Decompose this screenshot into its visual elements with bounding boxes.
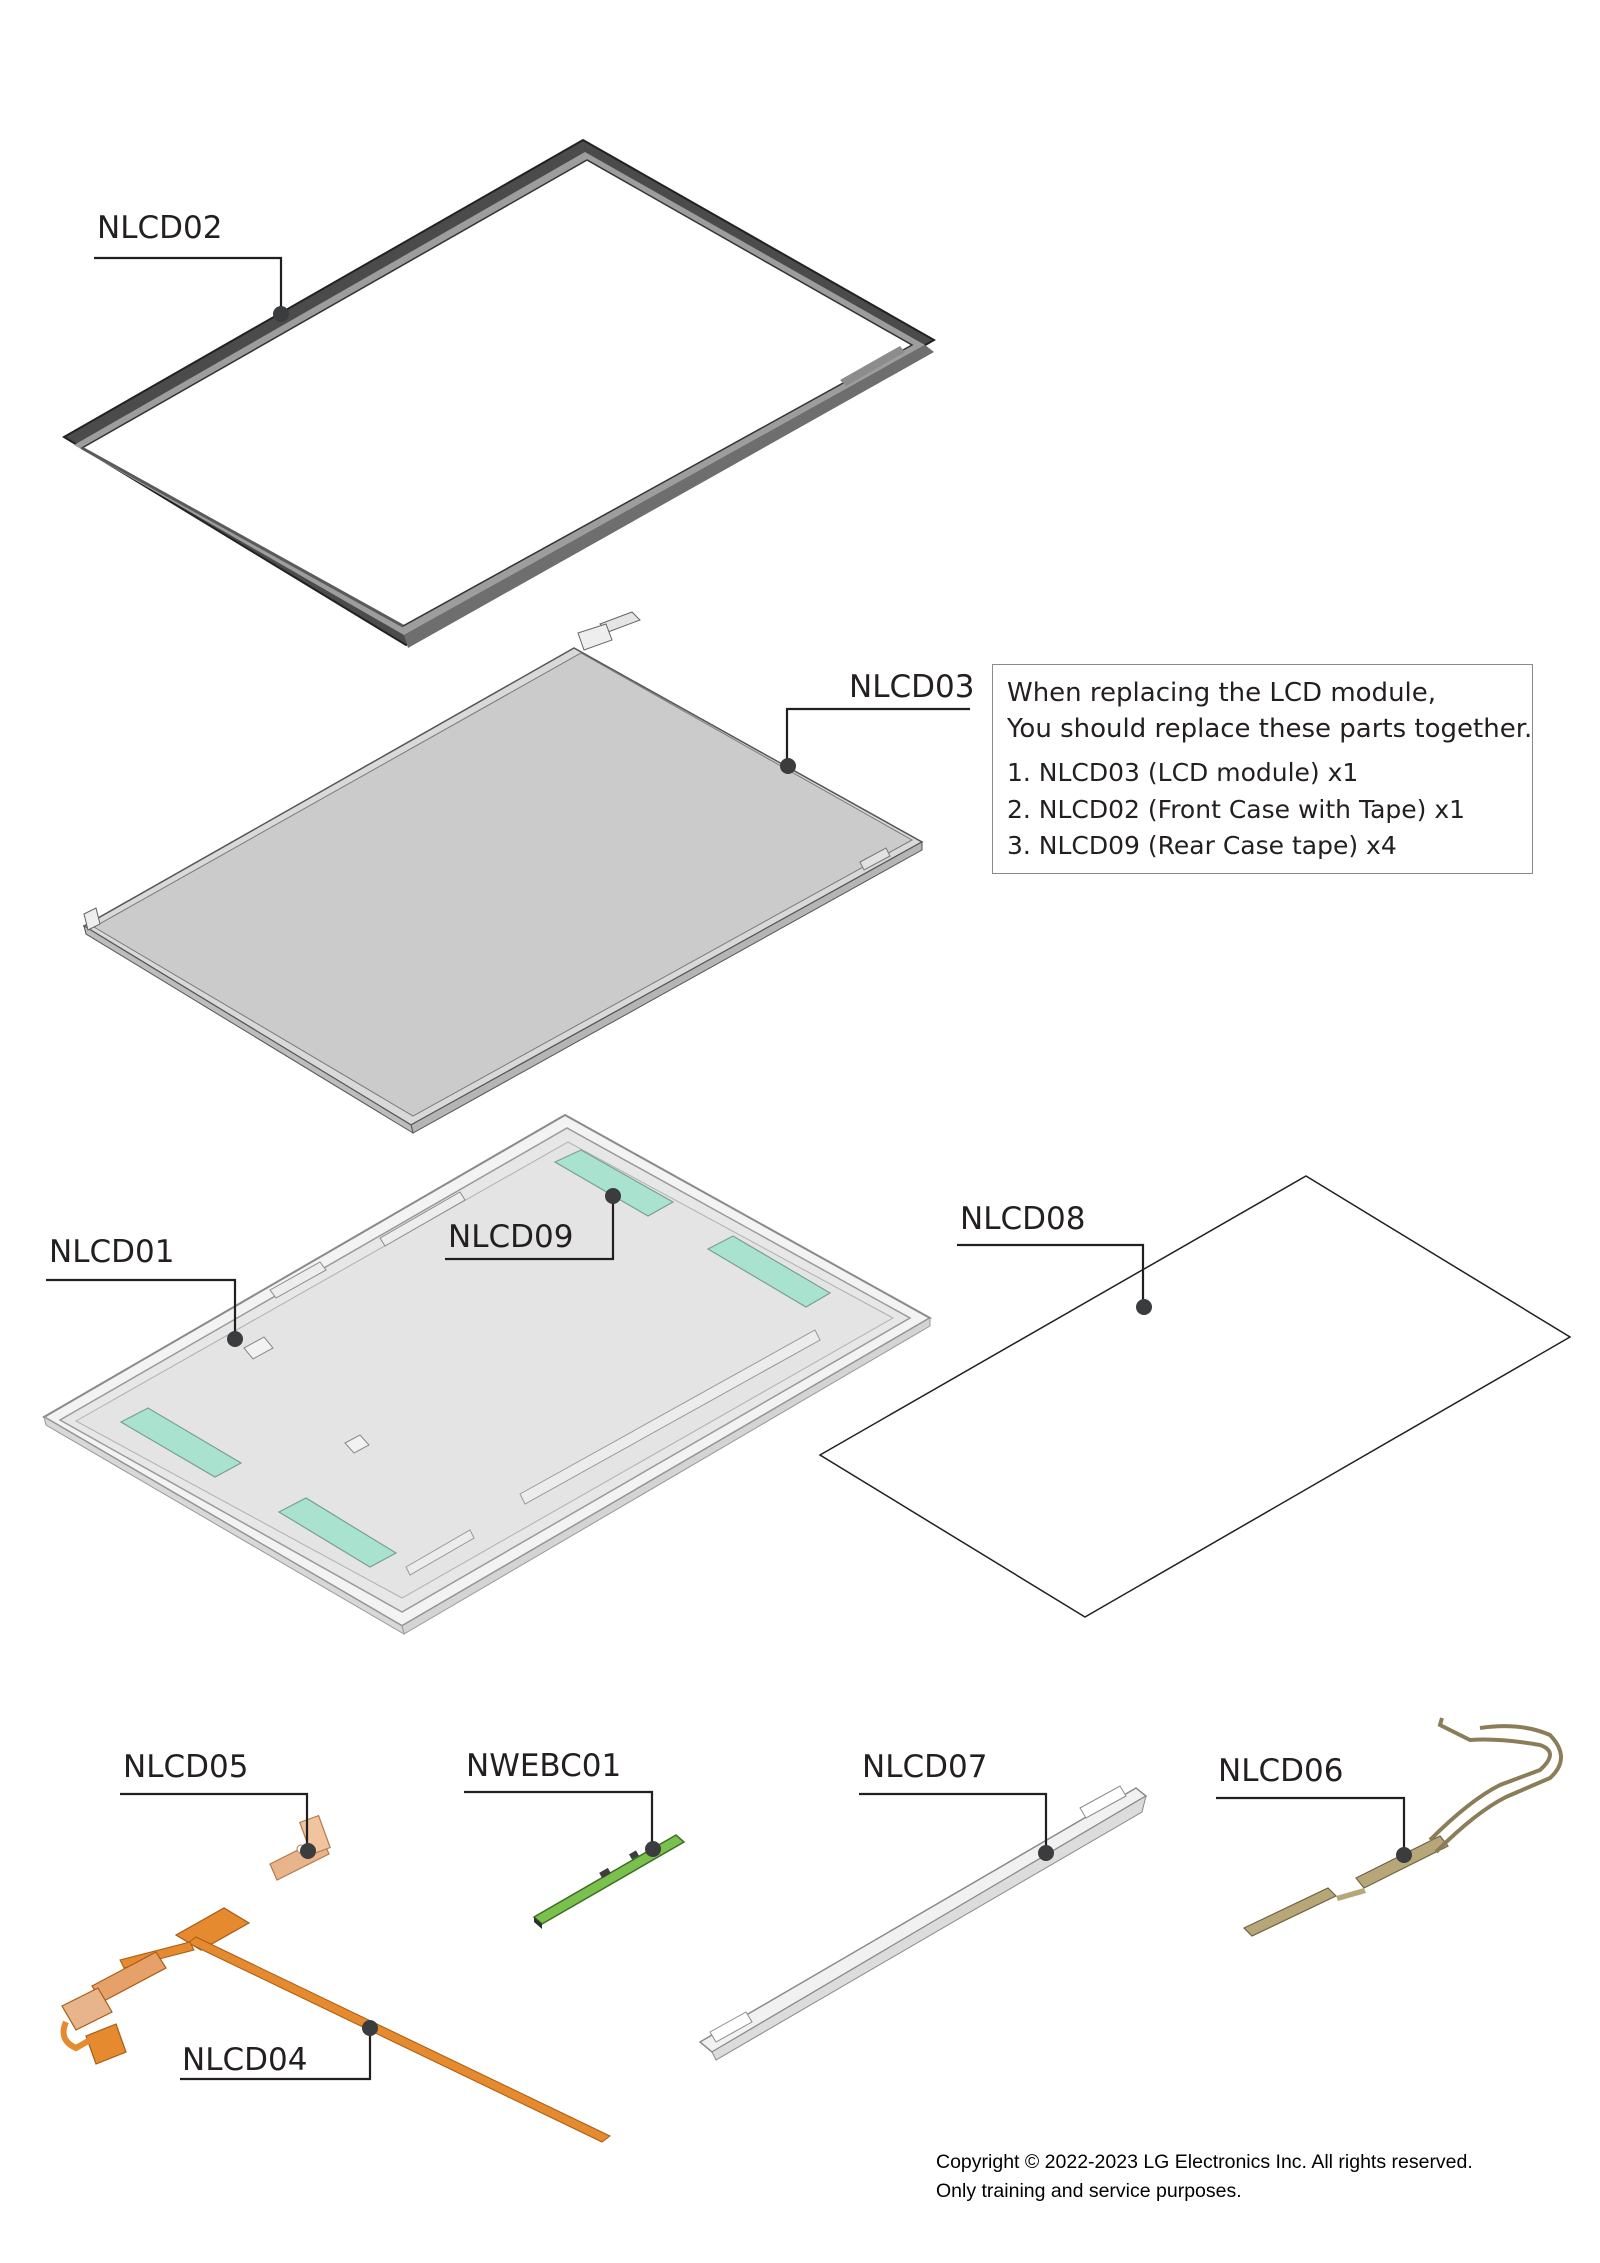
hinge-cover-strip (698, 1785, 1148, 2061)
lcd-module (82, 611, 924, 1135)
hinge-part (269, 1814, 331, 1881)
label-nlcd08: NLCD08 (960, 1201, 1085, 1237)
note-item-3: 3. NLCD09 (Rear Case tape) x4 (1007, 831, 1397, 860)
callout-nlcd07: NLCD07 (859, 1749, 1054, 1861)
label-nlcd01: NLCD01 (49, 1234, 174, 1270)
label-nwebc01: NWEBC01 (466, 1748, 621, 1784)
callout-nlcd09: NLCD09 (445, 1188, 621, 1261)
label-nlcd03: NLCD03 (849, 669, 974, 705)
label-nlcd07: NLCD07 (862, 1749, 987, 1785)
copyright-notice: Copyright © 2022-2023 LG Electronics Inc… (936, 2148, 1473, 2206)
callout-nlcd04: NLCD04 (180, 2020, 378, 2081)
note-line-1: When replacing the LCD module, (1007, 678, 1437, 708)
rear-sheet (818, 1175, 1572, 1618)
fpc-cable (60, 1907, 611, 2143)
label-nlcd05: NLCD05 (123, 1749, 248, 1785)
note-item-1: 1. NLCD03 (LCD module) x1 (1007, 758, 1359, 787)
label-nlcd04: NLCD04 (182, 2042, 307, 2078)
rear-case (42, 1113, 933, 1636)
antenna-cable (1242, 1717, 1563, 1937)
webcam-board (532, 1834, 686, 1929)
label-nlcd09: NLCD09 (448, 1219, 573, 1255)
copyright-line: Copyright © 2022-2023 LG Electronics Inc… (936, 2151, 1473, 2173)
front-bezel-frame (62, 138, 937, 648)
callout-nlcd01: NLCD01 (46, 1234, 243, 1347)
callout-nlcd03: NLCD03 (780, 669, 974, 774)
replacement-note-box: When replacing the LCD module, You shoul… (992, 664, 1533, 874)
label-nlcd06: NLCD06 (1218, 1753, 1343, 1789)
usage-notice-line: Only training and service purposes. (936, 2180, 1242, 2202)
note-item-2: 2. NLCD02 (Front Case with Tape) x1 (1007, 794, 1466, 824)
callout-nwebc01: NWEBC01 (464, 1748, 661, 1857)
callout-nlcd08: NLCD08 (957, 1201, 1152, 1315)
callout-nlcd05: NLCD05 (120, 1749, 316, 1859)
callout-nlcd02: NLCD02 (94, 210, 289, 322)
callout-nlcd06: NLCD06 (1216, 1753, 1412, 1863)
label-nlcd02: NLCD02 (97, 210, 222, 246)
note-line-2: You should replace these parts together. (1007, 714, 1533, 744)
